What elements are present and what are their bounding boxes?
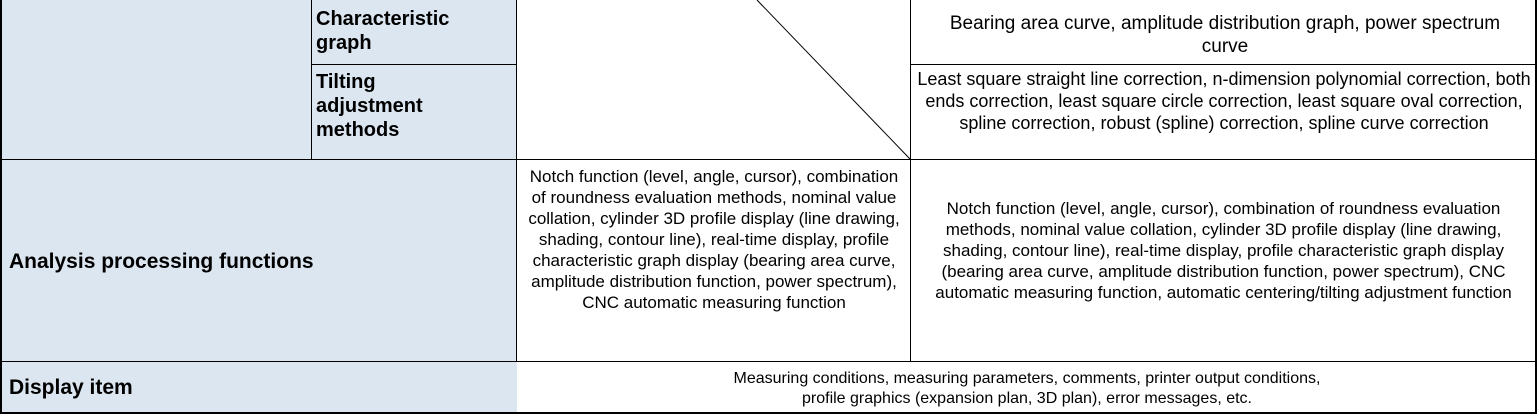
border-left — [0, 0, 2, 414]
tilting-adjustment-label: Tilting adjustment methods — [316, 71, 423, 141]
characteristic-graph-label-cell — [312, 0, 517, 65]
grid-h-362 — [0, 361, 1537, 362]
characteristic-graph-value: Bearing area curve, amplitude distributi… — [949, 13, 1501, 57]
row-group-header-cell — [0, 0, 312, 160]
tilting-adjustment-label-cell — [312, 65, 517, 160]
grid-h-65-right — [910, 64, 1536, 65]
grid-h-65 — [312, 64, 517, 65]
analysis-processing-label-cell — [0, 160, 517, 362]
analysis-processing-value-left: Notch function (level, angle, cursor), c… — [528, 167, 900, 312]
characteristic-graph-label: Characteristic graph — [316, 8, 450, 54]
display-item-label: Display item — [9, 376, 133, 399]
grid-v-517 — [516, 0, 517, 362]
tilting-adjustment-value: Least square straight line correction, n… — [917, 69, 1531, 133]
display-item-label-cell — [0, 362, 517, 413]
display-item-value-line1: Measuring conditions, measuring paramete… — [733, 370, 1321, 387]
grid-v-910 — [910, 0, 911, 362]
analysis-processing-value-right: Notch function (level, angle, cursor), c… — [935, 199, 1512, 302]
analysis-processing-label: Analysis processing functions — [9, 250, 314, 273]
border-bottom — [0, 412, 1537, 414]
grid-h-160 — [0, 159, 1537, 160]
border-right — [1535, 0, 1537, 414]
grid-v-312 — [311, 0, 312, 160]
display-item-value-line2: profile graphics (expansion plan, 3D pla… — [802, 390, 1252, 407]
